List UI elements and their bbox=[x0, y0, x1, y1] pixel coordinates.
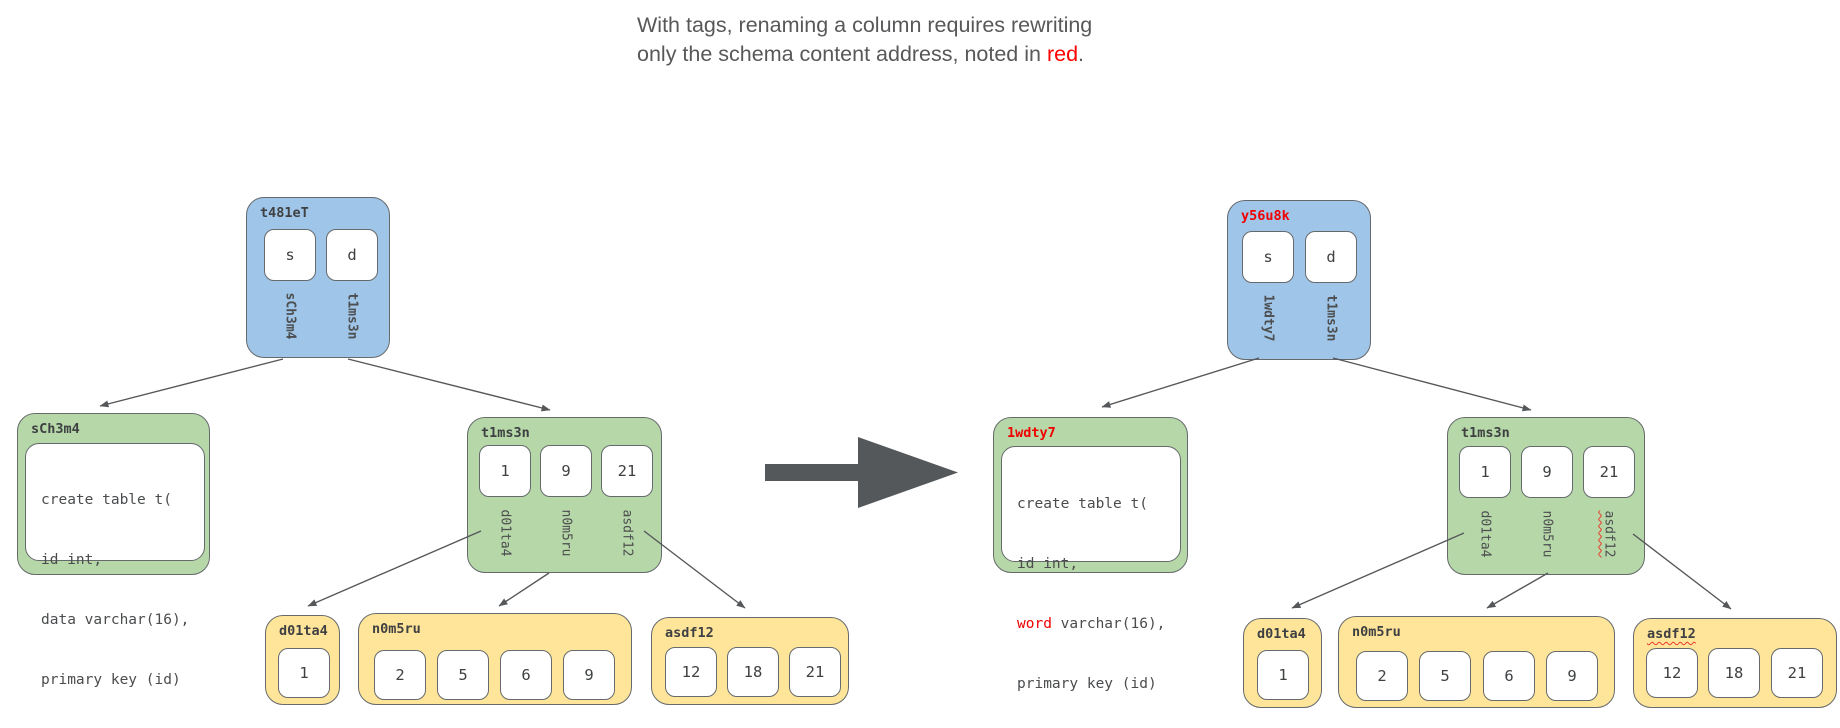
code-line: id int, bbox=[41, 552, 103, 568]
left-table-ref-d01ta4: d01ta4 bbox=[497, 509, 513, 557]
transform-arrow bbox=[765, 437, 958, 508]
left-root-node: t481eT s d sCh3m4 t1ms3n bbox=[246, 197, 390, 358]
edge-right-table-to-d01ta4 bbox=[1291, 532, 1465, 609]
edge-left-table-to-n0m5ru bbox=[498, 572, 550, 607]
right-leaf-n0m5ru: n0m5ru 2 5 6 9 bbox=[1338, 616, 1615, 708]
leaf-value: 18 bbox=[1708, 648, 1760, 698]
left-leaf-n0m5ru: n0m5ru 2 5 6 9 bbox=[358, 613, 632, 705]
leaf-value: 12 bbox=[665, 647, 717, 697]
code-line: id int, bbox=[1017, 556, 1079, 572]
edge-right-root-to-schema bbox=[1101, 357, 1260, 408]
caption-line-1: With tags, renaming a column requires re… bbox=[637, 11, 1092, 40]
caption: With tags, renaming a column requires re… bbox=[637, 11, 1092, 69]
right-leaf-asdf12: asdf12 12 18 21 bbox=[1633, 618, 1837, 708]
right-table-ref-asdf12: asdf12 bbox=[1601, 510, 1617, 558]
leaf-value: 5 bbox=[437, 650, 489, 700]
left-schema-code: create table t( id int, data varchar(16)… bbox=[41, 450, 189, 728]
left-schema-node: sCh3m4 create table t( id int, data varc… bbox=[17, 413, 210, 688]
right-root-cell-s: s bbox=[1242, 231, 1294, 283]
leaf-value: 5 bbox=[1419, 651, 1471, 701]
leaf-value: 2 bbox=[374, 650, 426, 700]
left-leaf-d01ta4: d01ta4 1 bbox=[265, 615, 340, 705]
left-table-ref-asdf12: asdf12 bbox=[619, 509, 635, 557]
code-line: data varchar(16), bbox=[41, 612, 190, 628]
leaf-value: 1 bbox=[278, 648, 330, 698]
right-table-node: t1ms3n 1 9 21 d01ta4 n0m5ru asdf12 bbox=[1447, 417, 1645, 575]
code-line: primary key (id) bbox=[41, 672, 181, 688]
leaf-value: 6 bbox=[500, 650, 552, 700]
left-schema-codebox bbox=[25, 443, 205, 561]
right-root-ref-table: t1ms3n bbox=[1323, 294, 1339, 342]
left-table-cell-21: 21 bbox=[601, 445, 653, 497]
right-table-cell-1: 1 bbox=[1459, 446, 1511, 498]
caption-period: . bbox=[1078, 42, 1085, 66]
right-root-node: y56u8k s d 1wdty7 t1ms3n bbox=[1227, 200, 1371, 360]
left-schema-title: sCh3m4 bbox=[31, 421, 80, 437]
code-line: create table t( bbox=[1017, 496, 1148, 512]
left-table-ref-n0m5ru: n0m5ru bbox=[558, 509, 574, 557]
edge-left-table-to-d01ta4 bbox=[307, 530, 482, 607]
right-leaf-d01ta4-title: d01ta4 bbox=[1257, 626, 1306, 642]
right-root-ref-schema: 1wdty7 bbox=[1260, 294, 1276, 342]
right-table-ref-d01ta4: d01ta4 bbox=[1477, 510, 1493, 558]
right-root-cell-d: d bbox=[1305, 231, 1357, 283]
right-schema-title: 1wdty7 bbox=[1007, 425, 1056, 441]
code-line-rest: varchar(16), bbox=[1051, 616, 1166, 632]
caption-text-2: only the schema content address, noted i… bbox=[637, 42, 1047, 66]
left-root-ref-schema: sCh3m4 bbox=[282, 292, 298, 340]
left-leaf-d01ta4-title: d01ta4 bbox=[279, 623, 328, 639]
leaf-value: 9 bbox=[563, 650, 615, 700]
left-leaf-asdf12-title: asdf12 bbox=[665, 625, 714, 641]
code-red-word: word bbox=[1017, 616, 1052, 632]
edge-left-root-to-schema bbox=[99, 358, 284, 408]
code-line: primary key (id) bbox=[1017, 676, 1157, 692]
right-table-cell-9: 9 bbox=[1521, 446, 1573, 498]
leaf-value: 1 bbox=[1257, 650, 1309, 700]
caption-text-1: With tags, renaming a column requires re… bbox=[637, 13, 1093, 37]
caption-line-2: only the schema content address, noted i… bbox=[637, 40, 1092, 69]
right-leaf-d01ta4: d01ta4 1 bbox=[1243, 618, 1322, 708]
leaf-value: 18 bbox=[727, 647, 779, 697]
leaf-value: 9 bbox=[1546, 651, 1598, 701]
right-table-ref-n0m5ru: n0m5ru bbox=[1539, 510, 1555, 558]
left-table-cell-9: 9 bbox=[540, 445, 592, 497]
leaf-value: 6 bbox=[1483, 651, 1535, 701]
edge-right-table-to-n0m5ru bbox=[1486, 572, 1549, 609]
right-table-cell-21: 21 bbox=[1583, 446, 1635, 498]
right-schema-codebox bbox=[1001, 446, 1181, 562]
left-leaf-asdf12: asdf12 12 18 21 bbox=[651, 617, 849, 705]
left-root-ref-table: t1ms3n bbox=[344, 292, 360, 340]
left-root-cell-s: s bbox=[264, 229, 316, 281]
leaf-value: 21 bbox=[1771, 648, 1823, 698]
left-table-title: t1ms3n bbox=[481, 425, 530, 441]
right-leaf-asdf12-title: asdf12 bbox=[1647, 626, 1696, 642]
edge-left-root-to-table bbox=[347, 358, 551, 412]
right-schema-node: 1wdty7 create table t( id int, word varc… bbox=[993, 417, 1188, 692]
edge-right-root-to-table bbox=[1332, 357, 1532, 412]
code-line: create table t( bbox=[41, 492, 172, 508]
caption-red-word: red bbox=[1046, 42, 1079, 66]
code-line: word varchar(16), bbox=[1017, 614, 1165, 634]
right-leaf-n0m5ru-title: n0m5ru bbox=[1352, 624, 1401, 640]
leaf-value: 12 bbox=[1646, 648, 1698, 698]
right-table-title: t1ms3n bbox=[1461, 425, 1510, 441]
left-leaf-n0m5ru-title: n0m5ru bbox=[372, 621, 421, 637]
left-root-cell-d: d bbox=[326, 229, 378, 281]
right-root-title: y56u8k bbox=[1241, 208, 1290, 224]
left-root-title: t481eT bbox=[260, 205, 309, 221]
leaf-value: 21 bbox=[789, 647, 841, 697]
leaf-value: 2 bbox=[1356, 651, 1408, 701]
edge-right-table-to-asdf12 bbox=[1632, 533, 1732, 610]
right-schema-code: create table t( id int, word varchar(16)… bbox=[1017, 454, 1165, 728]
left-table-cell-1: 1 bbox=[479, 445, 531, 497]
left-table-node: t1ms3n 1 9 21 d01ta4 n0m5ru asdf12 bbox=[467, 417, 662, 573]
